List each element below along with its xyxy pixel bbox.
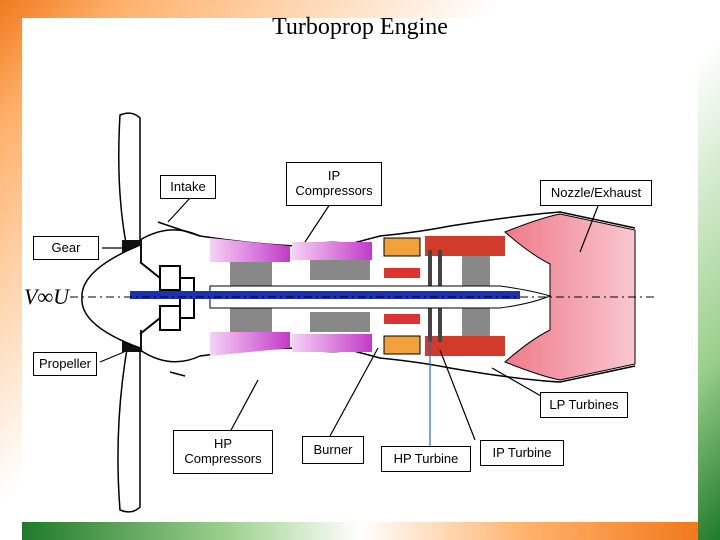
label-intake: Intake <box>160 175 216 199</box>
freestream-velocity-label: V∞U <box>24 284 70 309</box>
label-gear: Gear <box>33 236 99 260</box>
burner <box>383 237 421 355</box>
leader-lines <box>99 197 599 448</box>
label-nozzle-exhaust: Nozzle/Exhaust <box>540 180 652 206</box>
label-burner: Burner <box>302 436 364 464</box>
turbine-stages <box>425 236 505 356</box>
label-hp-compressors: HP Compressors <box>173 430 273 474</box>
slide-bottom-band <box>22 522 698 540</box>
label-lp-turbines: LP Turbines <box>540 392 628 418</box>
ip-compressor-stages <box>210 238 290 356</box>
gear-box <box>139 261 195 335</box>
label-propeller: Propeller <box>33 352 97 376</box>
hp-compressor-stages <box>292 242 372 352</box>
slide-title: Turboprop Engine <box>272 14 448 40</box>
label-hp-turbine: HP Turbine <box>381 446 471 472</box>
label-ip-turbine: IP Turbine <box>480 440 564 466</box>
label-ip-compressors: IP Compressors <box>286 162 382 206</box>
main-shaft <box>130 291 520 299</box>
